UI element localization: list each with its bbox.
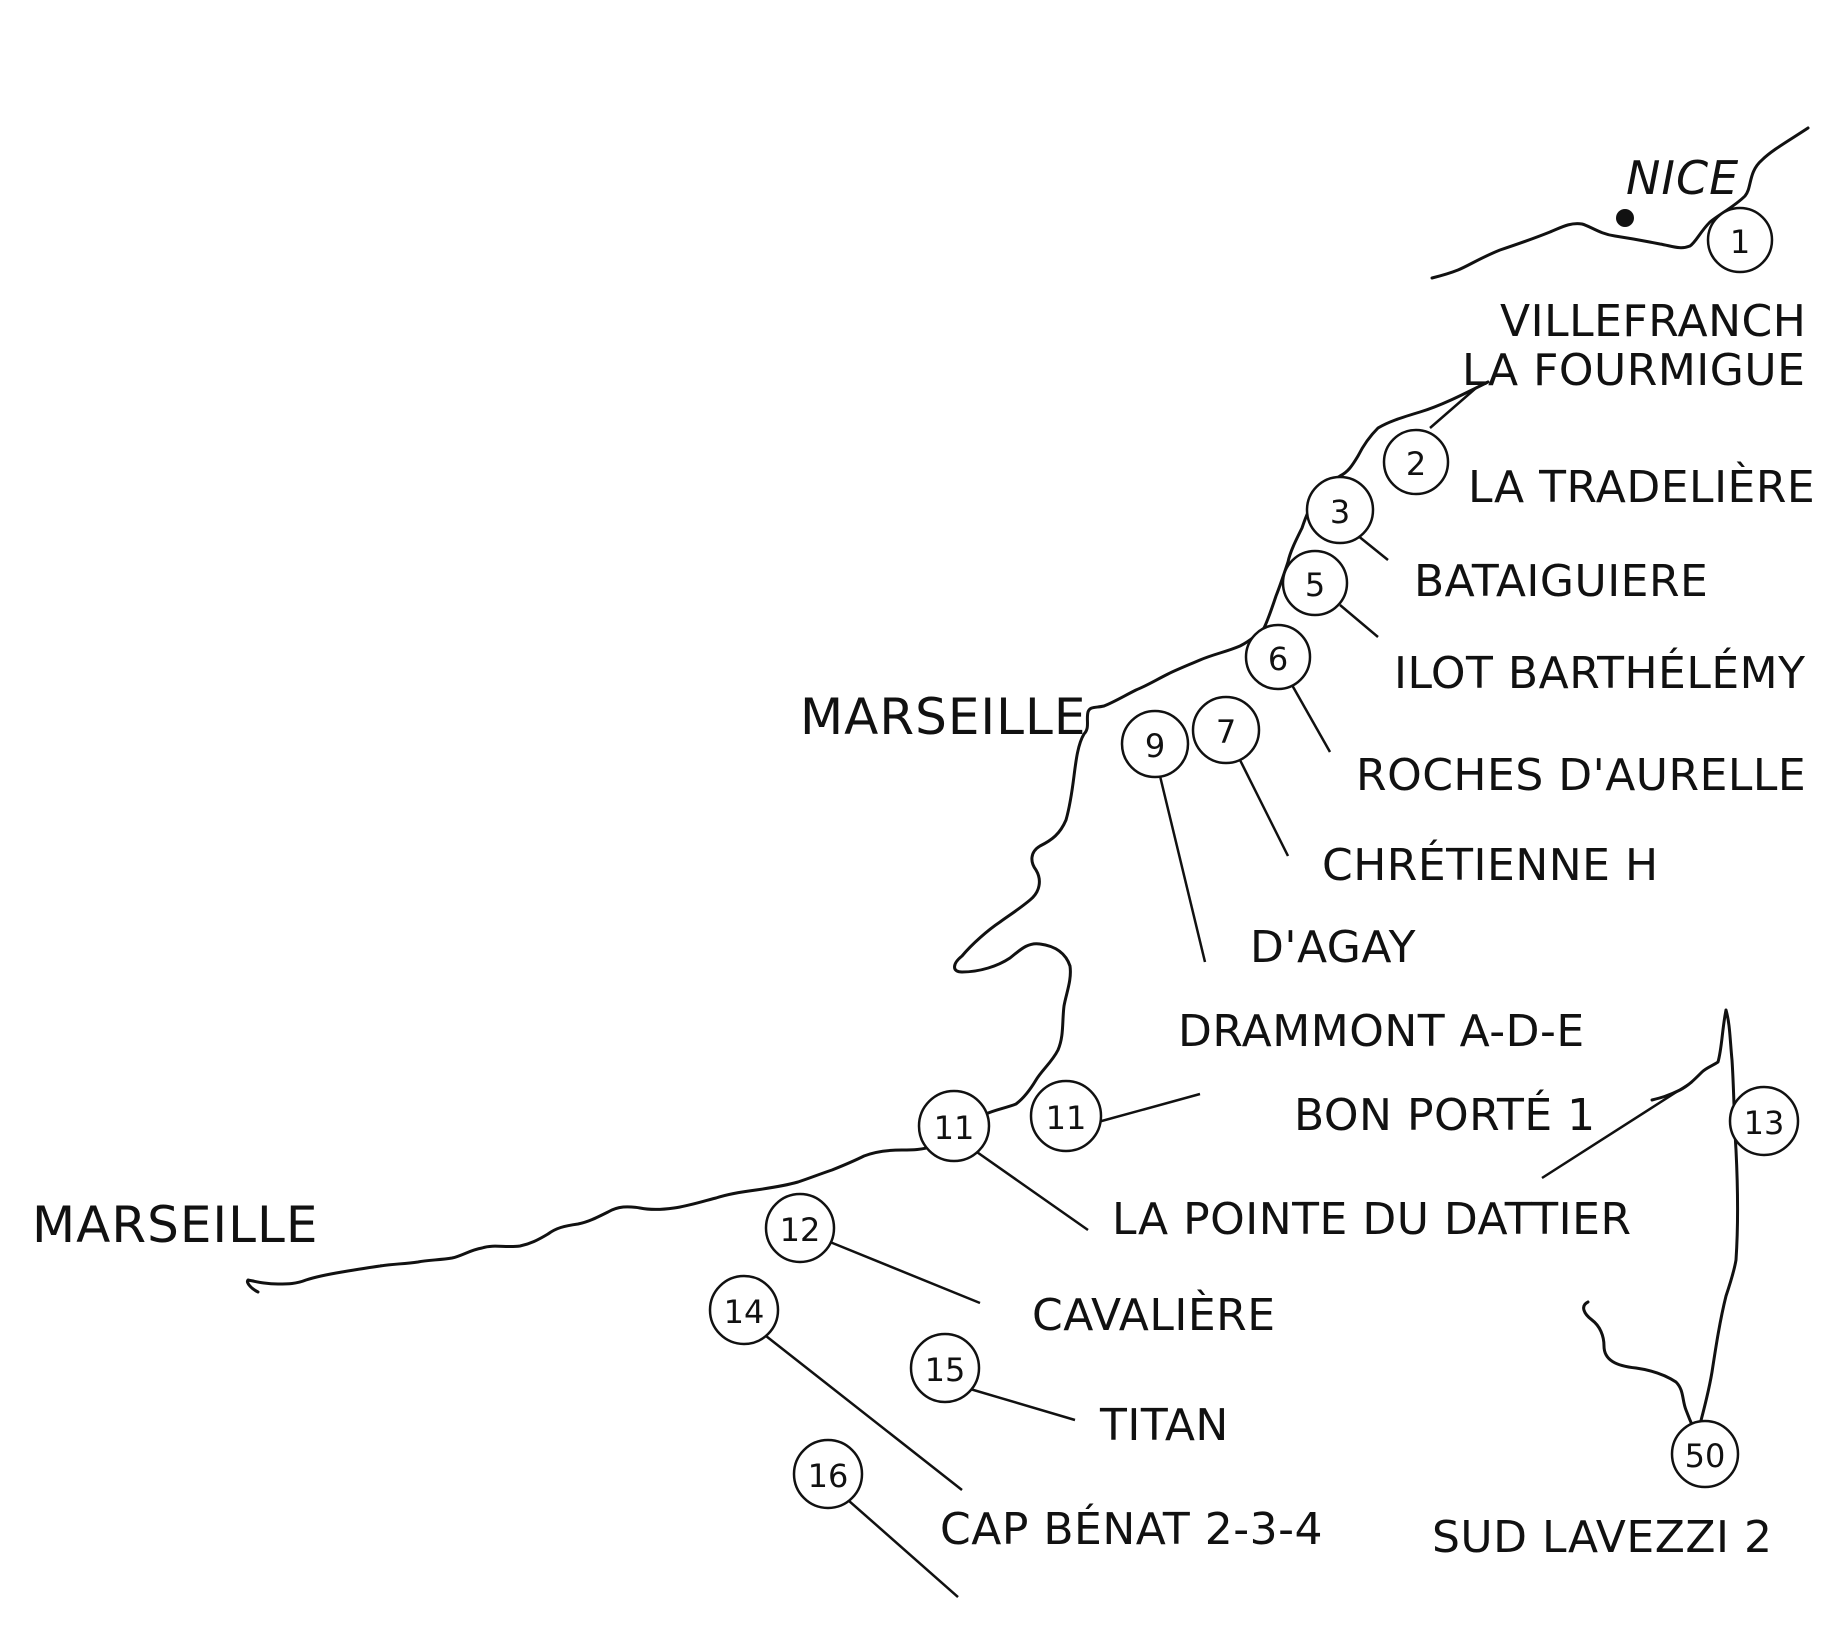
marker-15: 15 [909,1332,981,1404]
site-label-ilot-barthelemy: ILOT BARTHÉLÉMY [1394,646,1806,699]
city-label-marseille: MARSEILLE [32,1196,318,1254]
marker-1: 1 [1706,206,1774,274]
svg-text:9: 9 [1145,727,1165,765]
city-label-marseille: MARSEILLE [800,688,1086,746]
svg-text:3: 3 [1330,493,1350,531]
nice-city-dot [1616,209,1634,227]
svg-text:7: 7 [1216,713,1236,751]
marker-13: 13 [1728,1085,1800,1157]
svg-text:11: 11 [934,1109,975,1147]
site-label-roches-daurelle: ROCHES D'AURELLE [1356,750,1806,801]
marker-14: 14 [708,1274,780,1346]
svg-text:5: 5 [1305,566,1325,604]
site-label-cap-benat: CAP BÉNAT 2-3-4 [940,1502,1323,1555]
svg-text:1: 1 [1730,223,1750,261]
site-label-bon-porte: BON PORTÉ 1 [1294,1088,1596,1141]
corsica-coastline [1582,1008,1739,1434]
site-label-la-pointe-du-dattier: LA POINTE DU DATTIER [1112,1194,1632,1245]
svg-text:12: 12 [780,1211,821,1249]
marker-7: 7 [1191,695,1261,765]
marker-50: 50 [1670,1419,1740,1489]
coastline [246,380,1490,1294]
svg-text:11: 11 [1046,1099,1087,1137]
leader-line [847,1499,959,1598]
leader-line [1238,759,1290,857]
leader-line [765,1335,963,1491]
marker-11-offshore: 11 [1029,1079,1103,1153]
leader-line [1097,1092,1201,1124]
site-label-titan: TITAN [1099,1400,1229,1451]
leader-line [973,1148,1089,1232]
site-label-dagay: D'AGAY [1250,922,1416,973]
leader-line [829,1240,981,1305]
leader-line [1290,684,1332,753]
svg-text:14: 14 [724,1293,765,1331]
site-label-drammont: DRAMMONT A-D-E [1178,1006,1585,1057]
marker-2: 2 [1382,428,1450,496]
svg-text:15: 15 [925,1351,966,1389]
svg-text:16: 16 [808,1457,849,1495]
svg-text:13: 13 [1744,1104,1785,1142]
svg-text:2: 2 [1406,445,1426,483]
leader-line [959,1384,1076,1422]
leader-line [1158,775,1207,963]
leader-line [1541,1080,1693,1180]
marker-6: 6 [1244,623,1312,691]
marker-12: 12 [764,1192,836,1264]
site-label-cavaliere: CAVALIÈRE [1032,1288,1276,1341]
site-label-chretienne-h: CHRÉTIENNE H [1322,838,1659,891]
leader-line [1339,604,1379,638]
site-label-la-tradeliere: LA TRADELIÈRE [1468,460,1815,513]
svg-text:50: 50 [1685,1437,1726,1475]
site-label-bataiguiere: BATAIGUIERE [1414,556,1708,607]
svg-text:6: 6 [1268,640,1288,678]
site-label-villefranche: VILLEFRANCH [1500,296,1806,347]
marker-16: 16 [792,1438,864,1510]
site-label-la-fourmigue: LA FOURMIGUE [1462,345,1805,396]
marker-9: 9 [1120,709,1190,779]
coastline [1430,126,1810,280]
marker-5: 5 [1281,549,1349,617]
leader-line [1429,387,1477,429]
leader-lines [765,387,1693,1598]
marker-11-coast: 11 [917,1089,991,1163]
marker-3: 3 [1305,475,1375,545]
city-label-nice: NICE [1626,151,1739,205]
site-label-sud-lavezzi: SUD LAVEZZI 2 [1432,1512,1772,1563]
leader-line [1356,534,1389,561]
